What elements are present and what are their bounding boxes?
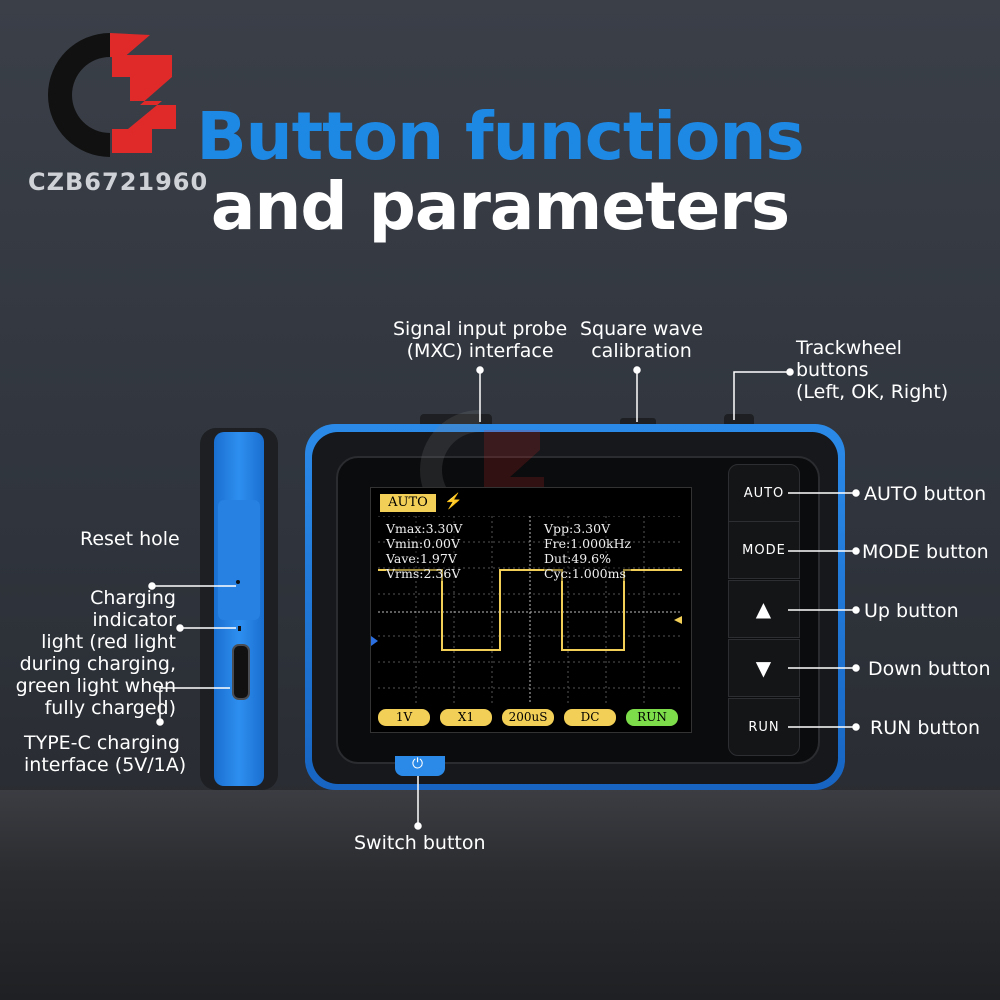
title-line-1: Button functions	[196, 98, 804, 175]
power-icon: ⏻	[412, 755, 424, 771]
label-down-button: Down button	[868, 658, 991, 680]
square-waveform	[378, 569, 682, 651]
waveform-grid	[378, 516, 682, 704]
channel-marker-icon	[371, 636, 378, 646]
brand-watermark-text: CZB6721960	[28, 168, 209, 196]
title-line-2: and parameters	[210, 168, 790, 245]
measurements-right: Vpp:3.30V Fre:1.000kHz Dut:49.6% Cyc:1.0…	[544, 521, 632, 581]
mode-button[interactable]: MODE	[728, 521, 800, 579]
device-side-grip	[218, 500, 260, 620]
label-up-button: Up button	[864, 600, 959, 622]
type-c-port	[232, 644, 250, 700]
switch-button[interactable]	[395, 756, 445, 776]
trigger-mode-tag[interactable]: AUTO	[380, 494, 436, 512]
up-button[interactable]: ▲	[728, 580, 800, 638]
measurements-left: Vmax:3.30V Vmin:0.00V Vave:1.97V Vrms:2.…	[386, 521, 463, 581]
square-wave-port	[620, 418, 656, 428]
brand-logo	[47, 32, 176, 157]
volts-per-div-pill[interactable]: 1V	[378, 709, 430, 726]
label-square-wave: Square wave calibration	[580, 318, 704, 362]
label-trackwheel: Trackwheel buttons (Left, OK, Right)	[796, 337, 949, 403]
floor-surface	[0, 790, 1000, 1000]
probe-ratio-pill[interactable]: X1	[440, 709, 492, 726]
label-switch-button: Switch button	[354, 832, 486, 854]
label-reset-hole: Reset hole	[80, 528, 180, 550]
label-auto-button: AUTO button	[864, 483, 987, 505]
label-type-c: TYPE-C charging interface (5V/1A)	[24, 732, 187, 776]
run-status-pill[interactable]: RUN	[626, 709, 678, 726]
label-signal-input: Signal input probe (MXC) interface	[393, 318, 568, 362]
charging-indicator-light	[238, 626, 241, 631]
timebase-pill[interactable]: 200uS	[502, 709, 554, 726]
lightning-icon: ⚡	[444, 493, 463, 510]
label-run-button: RUN button	[870, 717, 981, 739]
reset-hole[interactable]	[236, 580, 240, 584]
oscilloscope-screen	[370, 487, 692, 733]
label-mode-button: MODE button	[862, 541, 989, 563]
label-charging-indicator: Charging indicator light (red light duri…	[15, 587, 176, 719]
coupling-pill[interactable]: DC	[564, 709, 616, 726]
